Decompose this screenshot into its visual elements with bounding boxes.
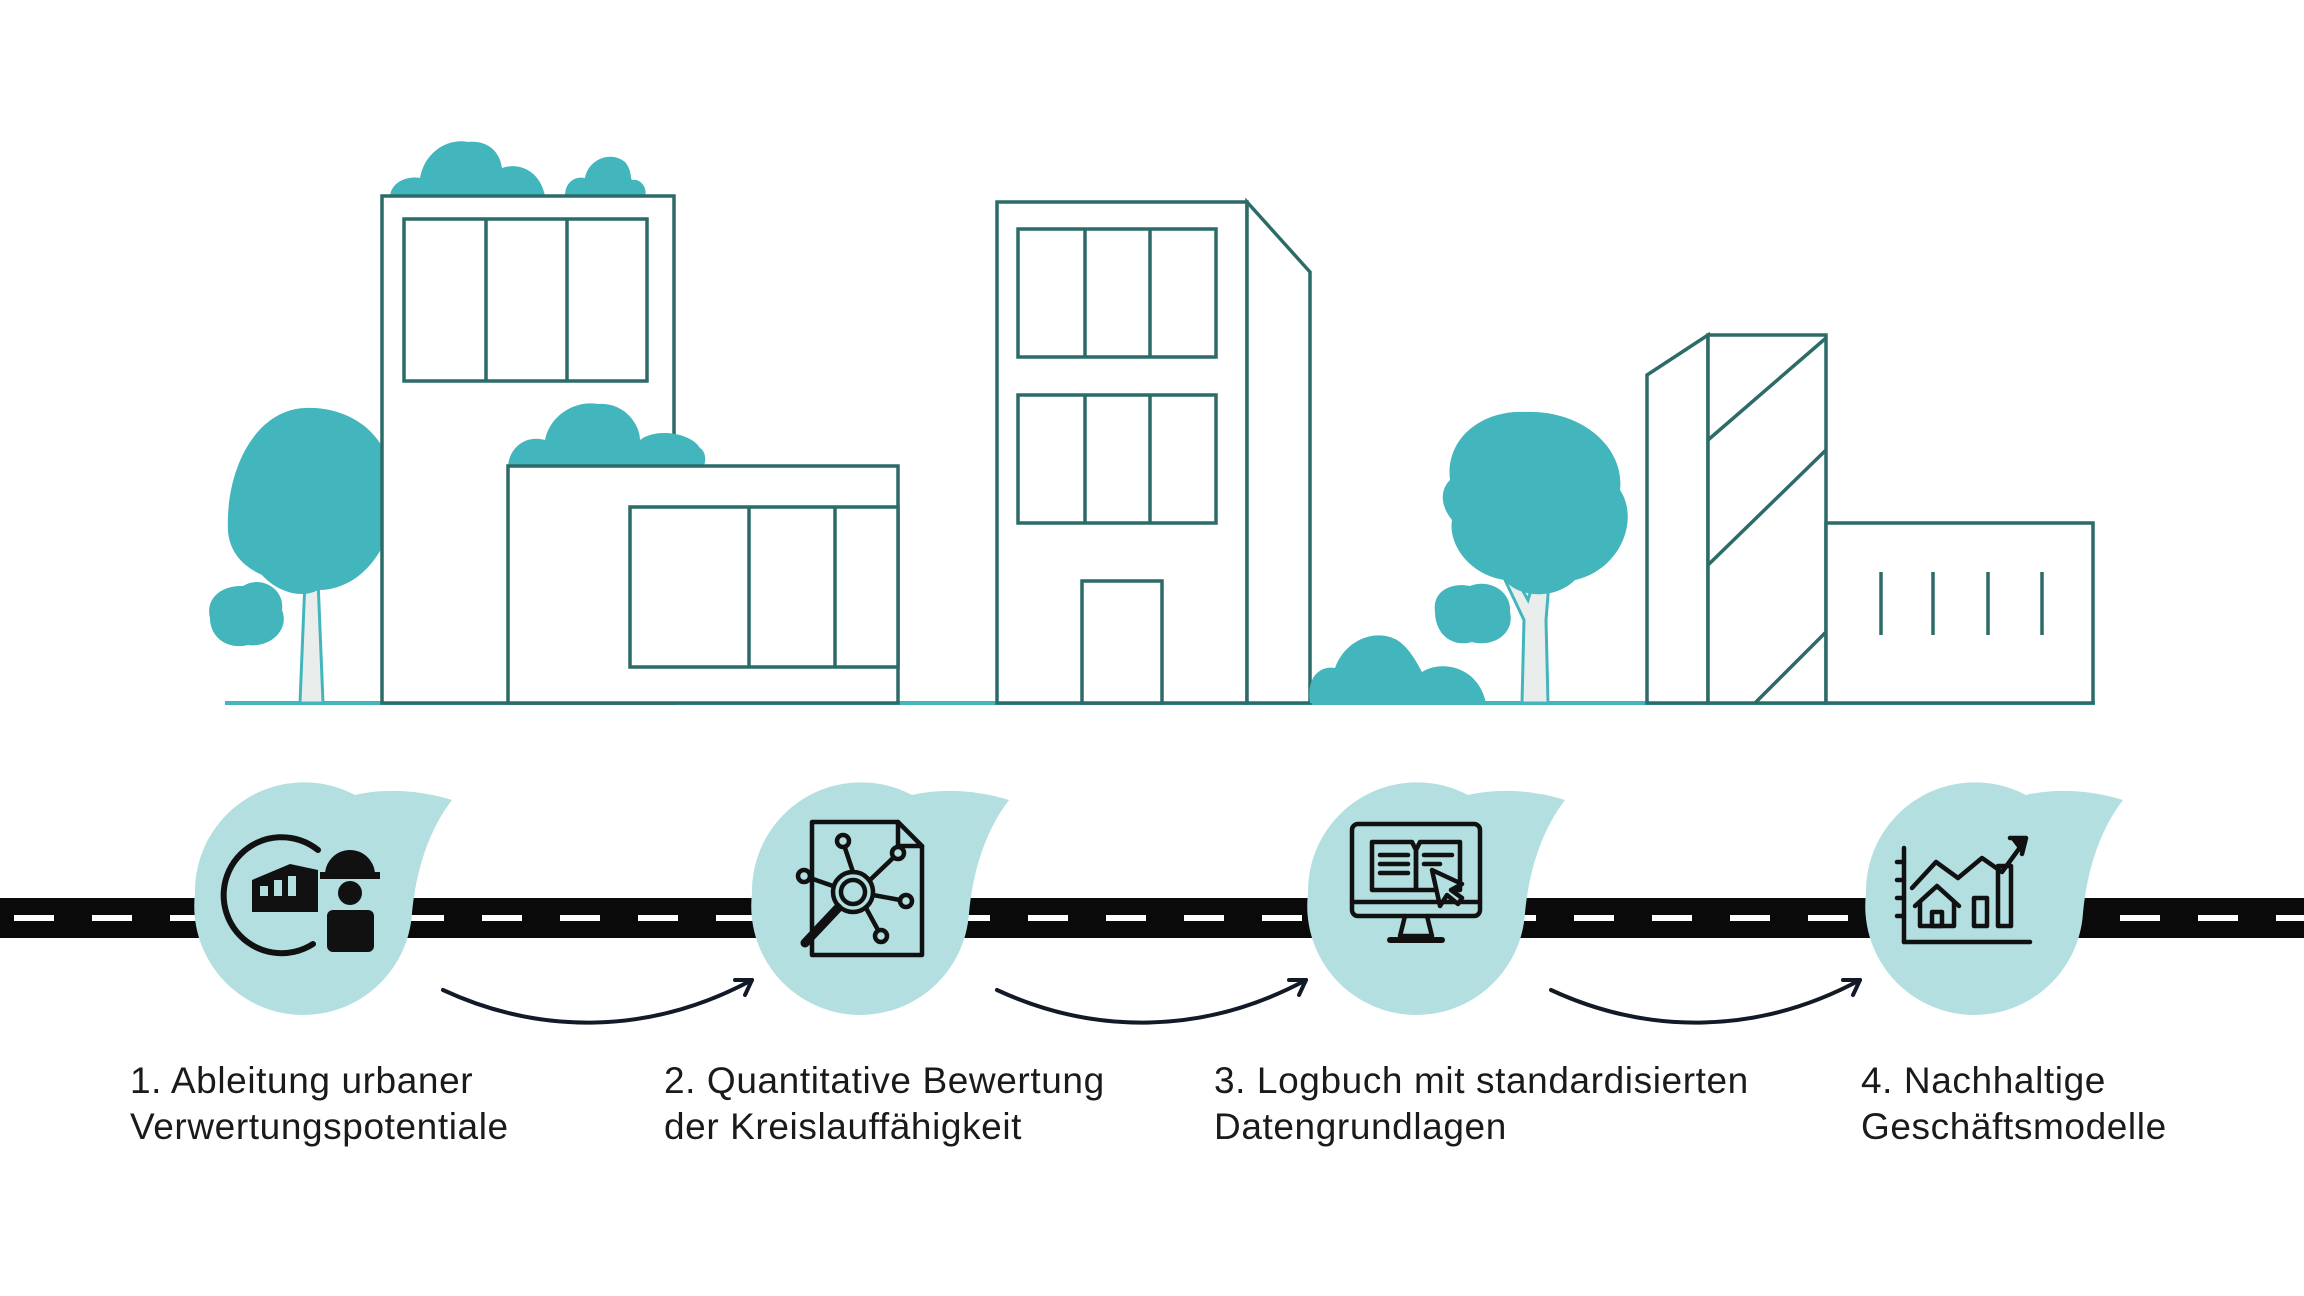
connector-arrow-1-2 [441,978,754,1025]
arrow-head-1-2 [733,978,754,997]
document-analysis-icon [795,819,925,958]
step-4-line-1: 4. Nachhaltige [1861,1060,2106,1101]
step-3-line-2: Datengrundlagen [1214,1106,1507,1147]
building-3 [995,197,1312,705]
growth-chart-icon [1894,835,2033,945]
connector-arrow-2-3 [995,978,1308,1025]
step-label-3: 3. Logbuch mit standardisierten Datengru… [1214,1058,1749,1150]
right-tree [1434,411,1628,705]
step-label-2: 2. Quantitative Bewertung der Kreislauff… [664,1058,1105,1150]
bush [1309,635,1486,703]
step-1-line-2: Verwertungspotentiale [130,1106,509,1147]
connector-arrow-3-4 [1549,978,1862,1025]
step-bubble-1 [194,782,453,1015]
step-label-4: 4. Nachhaltige Geschäftsmodelle [1861,1058,2167,1150]
connector-arrows [441,978,1862,1025]
arrow-head-2-3 [1287,978,1308,997]
building-4 [1645,331,1828,705]
step-3-line-1: 3. Logbuch mit standardisierten [1214,1060,1749,1101]
step-bubble-2 [751,782,1009,1015]
arrow-head-3-4 [1841,978,1862,997]
digital-logbook-icon [1349,821,1483,943]
building-2 [506,403,900,705]
step-2-line-2: der Kreislauffähigkeit [664,1106,1023,1147]
left-tree [209,407,394,705]
building-worker-icon [220,834,380,957]
step-2-line-1: 2. Quantitative Bewertung [664,1060,1105,1101]
step-1-line-1: 1. Ableitung urbaner [130,1060,474,1101]
step-bubble-4 [1865,782,2123,1015]
step-label-1: 1. Ableitung urbaner Verwertungspotentia… [130,1058,509,1150]
building-5 [1824,521,2095,705]
cityscape [209,141,2095,705]
step-4-line-2: Geschäftsmodelle [1861,1106,2167,1147]
